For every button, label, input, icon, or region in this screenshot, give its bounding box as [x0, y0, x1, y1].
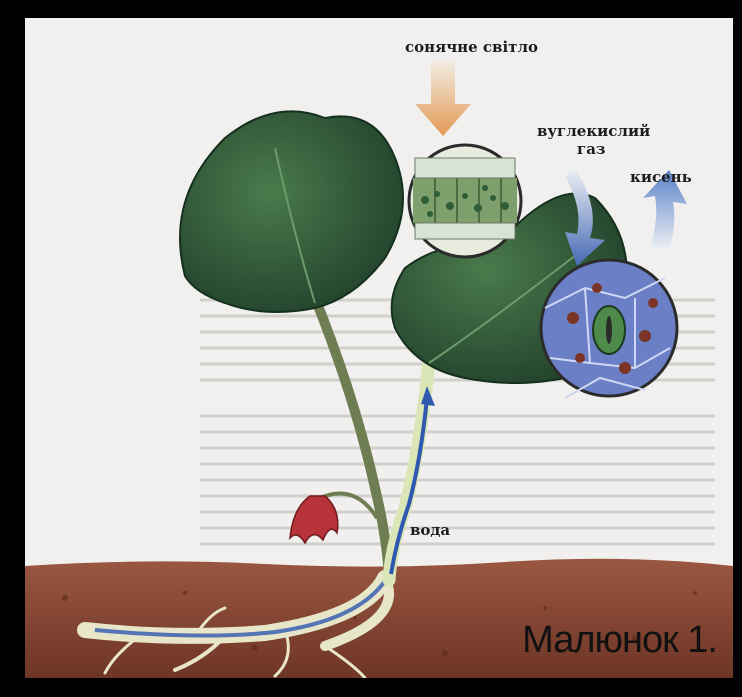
stem-left [315, 298, 389, 578]
diagram-illustration [25, 18, 733, 678]
leaf-left [180, 111, 403, 312]
figure-caption: Малюнок 1. [522, 619, 717, 662]
label-co2-line2: газ [577, 140, 605, 158]
photosynthesis-diagram: сонячне світло вуглекислий газ кисень во… [25, 18, 733, 678]
sunlight-arrow [415, 60, 471, 136]
leaf-cross-section-magnified [409, 145, 521, 257]
label-sunlight: сонячне світло [405, 38, 538, 56]
stomata-magnified [541, 260, 677, 398]
label-oxygen: кисень [630, 168, 692, 186]
label-water: вода [410, 521, 450, 539]
flower [290, 496, 338, 543]
label-co2-line1: вуглекислий [537, 122, 650, 140]
